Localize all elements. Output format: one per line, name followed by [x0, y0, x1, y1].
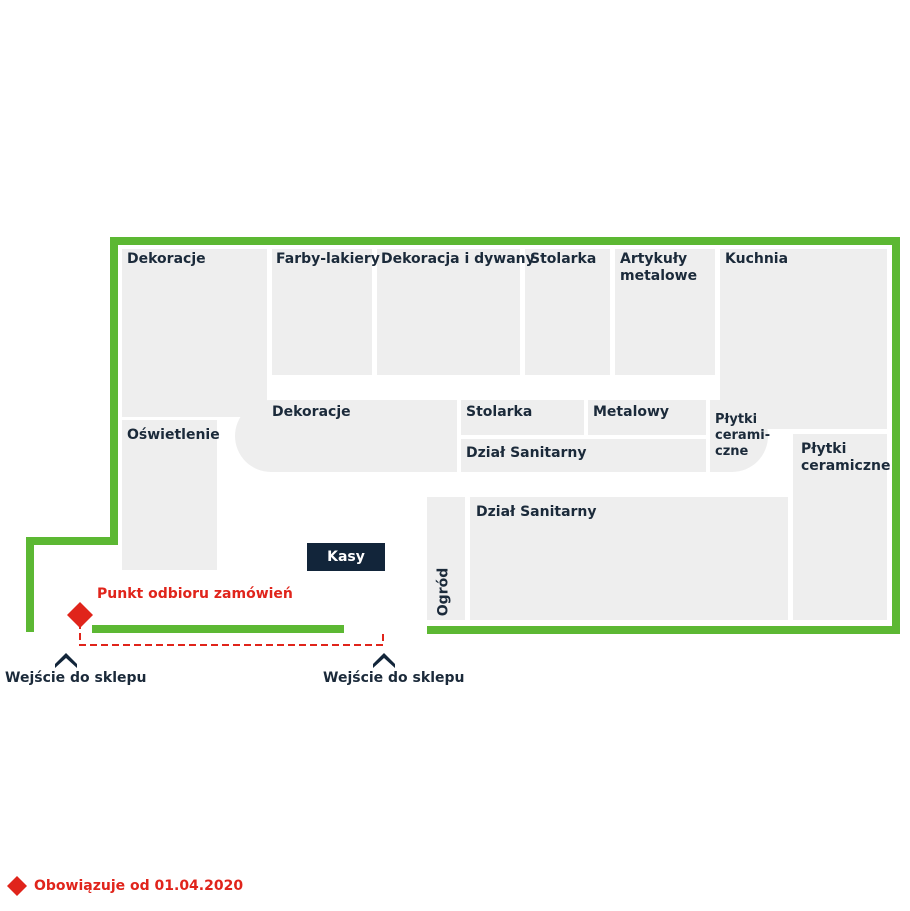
label-dekoracja-dywany: Dekoracja i dywany [381, 251, 535, 267]
label-dzial-sanitarny-island: Dział Sanitarny [466, 445, 587, 461]
store-wall [26, 237, 900, 634]
block-artykuly [615, 249, 715, 375]
pickup-diamond-icon [67, 602, 93, 628]
block-dzial-sanitarny [470, 497, 788, 620]
block-plytki-right [793, 434, 887, 620]
block-kuchnia [720, 249, 887, 429]
label-dekoracje-island: Dekoracje [272, 404, 351, 420]
route-line [79, 622, 384, 646]
label-artykuly-metalowe: Artykuły metalowe [620, 251, 698, 284]
block-stolarka [525, 249, 610, 375]
block-dekoracja-dywany [377, 249, 520, 375]
island-dzial-sanitarny [461, 439, 706, 472]
block-ogrod [427, 497, 465, 620]
label-farby-lakiery: Farby-lakiery [276, 251, 380, 267]
label-kuchnia: Kuchnia [725, 251, 789, 267]
label-metalowy: Metalowy [593, 404, 670, 420]
label-stolarka: Stolarka [530, 251, 597, 267]
island-metalowy [588, 400, 706, 435]
label-plytki-island: Płytki ceramі- czne [715, 412, 771, 459]
legend-text: Obowiązuje od 01.04.2020 [34, 878, 244, 894]
legend-diamond-icon [7, 876, 27, 896]
label-oswietlenie: Oświetlenie [127, 427, 220, 443]
block-farby [272, 249, 372, 375]
label-stolarka-island: Stolarka [466, 404, 533, 420]
pickup-point-label: Punkt odbioru zamówień [97, 586, 293, 602]
label-plytki-ceramiczne: Płytki ceramiczne [801, 441, 891, 474]
island-plytki [710, 400, 768, 472]
label-ogrod: Ogród [435, 567, 452, 617]
entrance-arrow-icon [55, 653, 77, 668]
block-dekoracje [122, 249, 267, 417]
checkout-kasy: Kasy [307, 543, 385, 571]
block-oswietlenie [122, 420, 217, 570]
entrance-label: Wejście do sklepu [5, 670, 147, 686]
label-dzial-sanitarny: Dział Sanitarny [476, 504, 597, 520]
island-dekoracje [235, 400, 457, 472]
label-dekoracje: Dekoracje [127, 251, 206, 267]
island-stolarka [461, 400, 584, 435]
entrance-arrow-icon [373, 653, 395, 668]
entrance-label: Wejście do sklepu [323, 670, 465, 686]
